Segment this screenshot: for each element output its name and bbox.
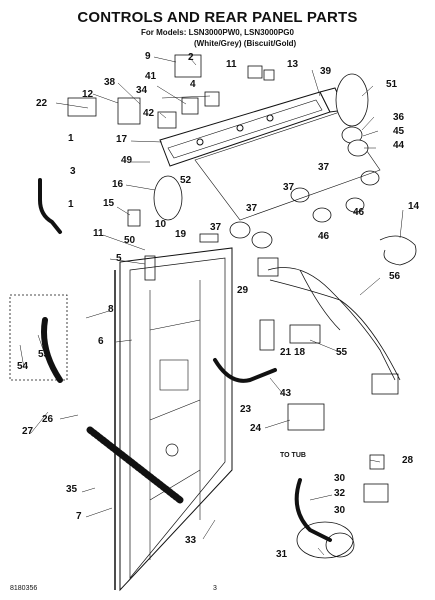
callout-label: 55 (336, 347, 348, 358)
knob-drawings (153, 73, 380, 249)
callout-label: 33 (185, 535, 197, 546)
callout-label: 15 (103, 198, 115, 209)
callout-label: 32 (334, 488, 346, 499)
callout-label: 31 (276, 549, 288, 560)
callout-label: 54 (17, 361, 29, 372)
callout-label: 10 (155, 219, 167, 230)
callout-label: 2 (188, 52, 194, 63)
callout-label: 34 (136, 85, 148, 96)
callout-label: 46 (318, 231, 330, 242)
callout-label: 38 (104, 77, 116, 88)
wire-harness-drawing (267, 235, 417, 395)
callout-label: 13 (287, 59, 299, 70)
callout-label: 42 (143, 108, 155, 119)
callout-label: 23 (240, 404, 252, 415)
callout-label: 37 (246, 203, 258, 214)
callout-label: 37 (210, 222, 222, 233)
callout-label: 16 (112, 179, 124, 190)
callout-label: 7 (76, 511, 82, 522)
callout-label: 26 (42, 414, 54, 425)
callout-label: 53 (38, 349, 50, 360)
callout-label: 41 (145, 71, 157, 82)
callout-label: 27 (22, 426, 34, 437)
callout-label: 46 (353, 207, 365, 218)
callout-label: 22 (36, 98, 48, 109)
callout-label: 11 (93, 228, 104, 239)
callout-label: 30 (334, 473, 346, 484)
page-number: 3 (213, 585, 217, 592)
callout-label: 18 (294, 347, 306, 358)
switch-drawings (67, 54, 389, 503)
to-tub-note: TO TUB (280, 452, 306, 459)
callout-label: 49 (121, 155, 133, 166)
callout-label: 37 (318, 162, 330, 173)
callout-label: 51 (386, 79, 398, 90)
callout-label: 6 (98, 336, 104, 347)
callout-label: 1 (68, 133, 74, 144)
callout-label: 39 (320, 66, 332, 77)
callout-label: 43 (280, 388, 292, 399)
callout-label: 8 (108, 304, 114, 315)
callout-label: 35 (66, 484, 78, 495)
page-title: CONTROLS AND REAR PANEL PARTS (77, 9, 358, 26)
callout-label: 4 (190, 79, 196, 90)
callout-label: 36 (393, 112, 405, 123)
callout-label: 52 (180, 175, 192, 186)
pump-drawing (296, 521, 355, 559)
callout-label: 50 (124, 235, 136, 246)
color-list: (White/Grey) (Biscuit/Gold) (194, 39, 297, 48)
callout-label: 12 (82, 89, 94, 100)
callout-label: 11 (226, 59, 237, 70)
callout-label: 17 (116, 134, 128, 145)
callout-label: 37 (283, 182, 295, 193)
callout-label: 45 (393, 126, 405, 137)
callout-label: 1 (68, 199, 74, 210)
callout-label: 56 (389, 271, 401, 282)
inset-box (9, 294, 68, 381)
leader-lines (19, 56, 404, 556)
control-console-drawing (159, 87, 381, 221)
doc-number: 8180356 (10, 585, 38, 592)
callout-label: 3 (70, 166, 76, 177)
callout-label: 9 (145, 51, 151, 62)
callout-label: 28 (402, 455, 414, 466)
callout-label: 44 (393, 140, 405, 151)
callout-label: 5 (116, 253, 122, 264)
callout-label: 19 (175, 229, 187, 240)
callout-label: 30 (334, 505, 346, 516)
hose-drawings (38, 178, 332, 542)
model-list: For Models: LSN3000PW0, LSN3000PG0 (141, 28, 294, 37)
callout-label: 29 (237, 285, 249, 296)
rear-panel-drawing (114, 247, 233, 592)
callout-label: 24 (250, 423, 262, 434)
callout-label: 14 (408, 201, 420, 212)
callout-label: 21 (280, 347, 292, 358)
